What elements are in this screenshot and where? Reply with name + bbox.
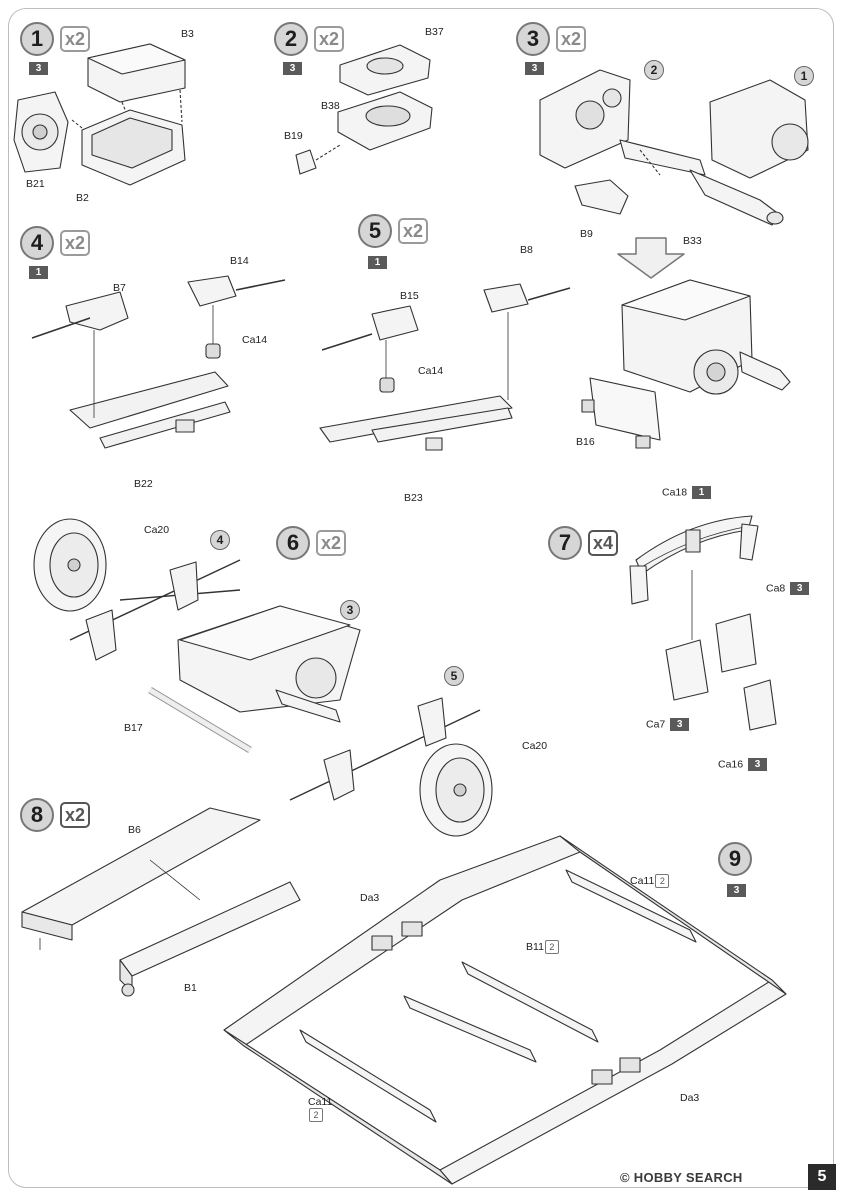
part-code: Ca7	[646, 718, 666, 731]
step-ref-callout: 4	[210, 530, 230, 550]
sprue-badge: 3	[670, 718, 690, 731]
part-label: B6	[128, 824, 141, 836]
step-9-header: 9	[718, 842, 752, 876]
quantity-mini-badge: 2	[655, 874, 670, 888]
step-7-header: 7 x4	[548, 526, 619, 560]
part-label: B3	[181, 28, 194, 40]
step9-drawing	[223, 835, 787, 1185]
quantity-badge: x2	[556, 26, 587, 52]
part-code: Ca11	[630, 874, 655, 887]
part-label: Ca11 2	[308, 1096, 332, 1122]
step-5-header: 5 x2	[358, 214, 429, 248]
step-4-header: 4 x2	[20, 226, 91, 260]
step-number: 2	[274, 22, 308, 56]
part-code: Ca16	[718, 758, 744, 771]
part-code: B11	[526, 940, 544, 953]
part-label: Ca8 3	[766, 582, 810, 595]
step-6-header: 6 x2	[276, 526, 347, 560]
step-number: 8	[20, 798, 54, 832]
step-number: 5	[358, 214, 392, 248]
sprue-badge: 3	[748, 758, 768, 771]
step-number: 9	[718, 842, 752, 876]
part-label: Ca20	[522, 740, 548, 752]
step-ref-callout: 3	[340, 600, 360, 620]
part-label: B2	[76, 192, 89, 204]
part-label: B1	[184, 982, 197, 994]
down-arrow-icon	[617, 237, 685, 279]
part-label: B38	[321, 100, 340, 112]
part-label: B7	[113, 282, 126, 294]
step4-drawing	[31, 275, 286, 449]
step-ref-callout: 5	[444, 666, 464, 686]
part-code: Ca11	[308, 1096, 333, 1108]
part-label: B9	[580, 228, 593, 240]
sprue-badge: 3	[283, 62, 302, 75]
quantity-badge: x2	[60, 802, 91, 828]
part-label: B15	[400, 290, 419, 302]
sprue-badge: 1	[368, 256, 387, 269]
part-label: B23	[404, 492, 423, 504]
part-label: B21	[26, 178, 45, 190]
part-label: B37	[425, 26, 444, 38]
step2-drawing	[295, 44, 433, 175]
step-1-header: 1 x2	[20, 22, 91, 56]
step-ref-callout: 1	[794, 66, 814, 86]
part-label: Ca14	[242, 334, 268, 346]
quantity-mini-badge: 2	[309, 1108, 323, 1122]
part-label: B22	[134, 478, 153, 490]
sprue-badge: 3	[525, 62, 544, 75]
step-ref-callout: 2	[644, 60, 664, 80]
part-label: Ca7 3	[646, 718, 690, 731]
sprue-badge: 1	[29, 266, 48, 279]
quantity-badge: x2	[60, 230, 91, 256]
sprue-badge: 1	[692, 486, 712, 499]
quantity-mini-badge: 2	[544, 940, 559, 954]
step-number: 7	[548, 526, 582, 560]
part-code: Ca8	[766, 582, 786, 595]
part-code: Ca18	[662, 486, 688, 499]
quantity-badge: x2	[314, 26, 345, 52]
sprue-badge: 3	[790, 582, 810, 595]
step6-drawing	[33, 518, 493, 837]
step7-drawing	[629, 515, 777, 731]
part-label: Ca16 3	[718, 758, 768, 771]
part-label: Da3	[360, 892, 380, 904]
part-label: B16	[576, 436, 595, 448]
step5-drawing	[319, 283, 571, 451]
step-number: 4	[20, 226, 54, 260]
quantity-badge: x2	[60, 26, 91, 52]
step-number: 1	[20, 22, 54, 56]
part-label: Ca18 1	[662, 486, 712, 499]
sprue-badge: 3	[727, 884, 746, 897]
step-8-header: 8 x2	[20, 798, 91, 832]
step8-drawing	[21, 807, 301, 997]
part-label: B33	[683, 235, 702, 247]
part-label: B8	[520, 244, 533, 256]
step1-drawing	[13, 43, 186, 186]
page-border	[8, 8, 834, 1188]
quantity-badge: x2	[316, 530, 347, 556]
part-label: B17	[124, 722, 143, 734]
step3-result-drawing	[581, 279, 791, 449]
part-label: Ca14	[418, 365, 444, 377]
part-label: Da3	[680, 1092, 700, 1104]
page-number: 5	[808, 1164, 836, 1190]
step-number: 6	[276, 526, 310, 560]
watermark-text: © HOBBY SEARCH	[620, 1170, 743, 1185]
part-label: B14	[230, 255, 249, 267]
part-label: Ca20	[144, 524, 170, 536]
step-3-header: 3 x2	[516, 22, 587, 56]
quantity-badge: x4	[588, 530, 619, 556]
sprue-badge: 3	[29, 62, 48, 75]
step3-drawing	[539, 69, 809, 226]
step-2-header: 2 x2	[274, 22, 345, 56]
quantity-badge: x2	[398, 218, 429, 244]
part-label: B19	[284, 130, 303, 142]
step-number: 3	[516, 22, 550, 56]
